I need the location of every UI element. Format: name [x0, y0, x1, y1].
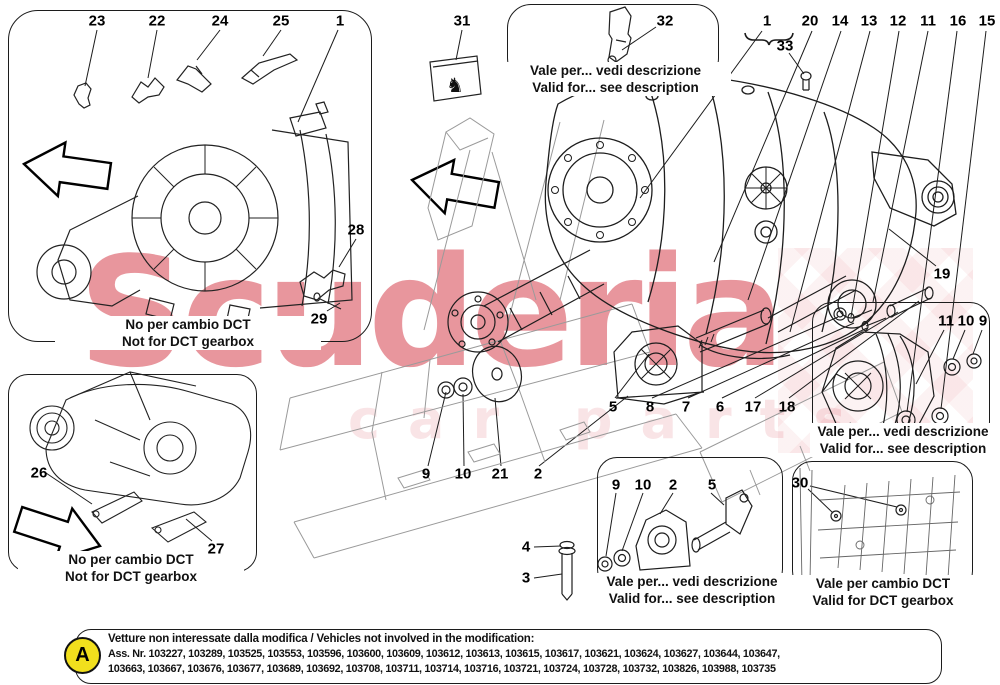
note-valid-bottom-en: Valid for... see description	[608, 591, 776, 606]
callout-9: 9	[978, 312, 988, 330]
callout-23: 23	[88, 12, 106, 30]
callout-5: 5	[608, 398, 618, 416]
callout-33: 33	[776, 37, 794, 55]
callout-26: 26	[30, 464, 48, 482]
callout-17: 17	[744, 398, 762, 416]
note-valid-right-it: Vale per... vedi descrizione	[817, 424, 989, 439]
callout-16: 16	[949, 12, 967, 30]
callout-21: 21	[491, 465, 509, 483]
callout-6: 6	[715, 398, 725, 416]
callout-20: 20	[801, 12, 819, 30]
callout-9: 9	[611, 476, 621, 494]
note-valid-dct-en: Valid for DCT gearbox	[812, 593, 954, 608]
callout-15: 15	[978, 12, 996, 30]
callout-1: 1	[335, 12, 345, 30]
callout-31: 31	[453, 12, 471, 30]
note-valid-bottom-it: Vale per... vedi descrizione	[606, 574, 778, 589]
callout-8: 8	[645, 398, 655, 416]
callout-30: 30	[791, 474, 809, 492]
footnote-line1: Vetture non interessate dalla modifica /…	[108, 633, 535, 645]
note-top-left: No per cambio DCT Not for DCT gearbox	[55, 316, 321, 350]
modification-badge: A	[64, 637, 101, 674]
callout-29: 29	[310, 310, 328, 328]
ferrari-plate-drawing: ♞	[429, 55, 482, 102]
callout-10: 10	[454, 465, 472, 483]
note-valid-right-en: Valid for... see description	[819, 441, 987, 456]
direction-arrow-center	[409, 157, 501, 216]
callout-10: 10	[957, 312, 975, 330]
callout-11: 11	[938, 312, 954, 330]
footnote-line2: Ass. Nr. 103227, 103289, 103525, 103553,…	[108, 648, 780, 660]
note-valid-top: Vale per... vedi descrizione Valid for..…	[500, 62, 731, 96]
callout-27: 27	[207, 540, 225, 558]
callout-1: 1	[762, 12, 772, 30]
callout-19: 19	[933, 265, 951, 283]
callout-14: 14	[831, 12, 849, 30]
callout-10: 10	[634, 476, 652, 494]
callout-24: 24	[211, 12, 229, 30]
note-valid-bottom: Vale per... vedi descrizione Valid for..…	[594, 573, 790, 607]
callout-5: 5	[707, 476, 717, 494]
callout-4: 4	[521, 538, 531, 556]
callout-22: 22	[148, 12, 166, 30]
callout-9: 9	[421, 465, 431, 483]
callout-18: 18	[778, 398, 796, 416]
callout-7: 7	[681, 398, 691, 416]
callout-2: 2	[668, 476, 678, 494]
callout-11: 11	[920, 12, 936, 30]
note-valid-dct: Vale per cambio DCT Valid for DCT gearbo…	[790, 575, 976, 609]
panel-valid-for-description-bottom	[597, 457, 783, 589]
note-top-left-it: No per cambio DCT	[125, 317, 251, 332]
callout-13: 13	[860, 12, 878, 30]
footnote-line3: 103663, 103667, 103676, 103677, 103689, …	[108, 663, 776, 675]
note-valid-top-en: Valid for... see description	[532, 80, 699, 95]
callout-3: 3	[521, 569, 531, 587]
panel-valid-for-dct	[792, 461, 973, 591]
note-valid-right: Vale per... vedi descrizione Valid for..…	[810, 423, 996, 457]
callout-25: 25	[272, 12, 290, 30]
prancing-horse-icon: ♞	[446, 75, 464, 97]
callout-12: 12	[889, 12, 907, 30]
callout-32: 32	[656, 12, 674, 30]
panel-not-for-dct-top-left	[8, 10, 372, 342]
note-valid-dct-it: Vale per cambio DCT	[815, 576, 951, 591]
callout-2: 2	[533, 465, 543, 483]
note-top-left-en: Not for DCT gearbox	[121, 334, 254, 349]
note-valid-top-it: Vale per... vedi descrizione	[529, 63, 702, 78]
note-bottom-left-en: Not for DCT gearbox	[64, 569, 197, 584]
callout-28: 28	[347, 221, 365, 239]
